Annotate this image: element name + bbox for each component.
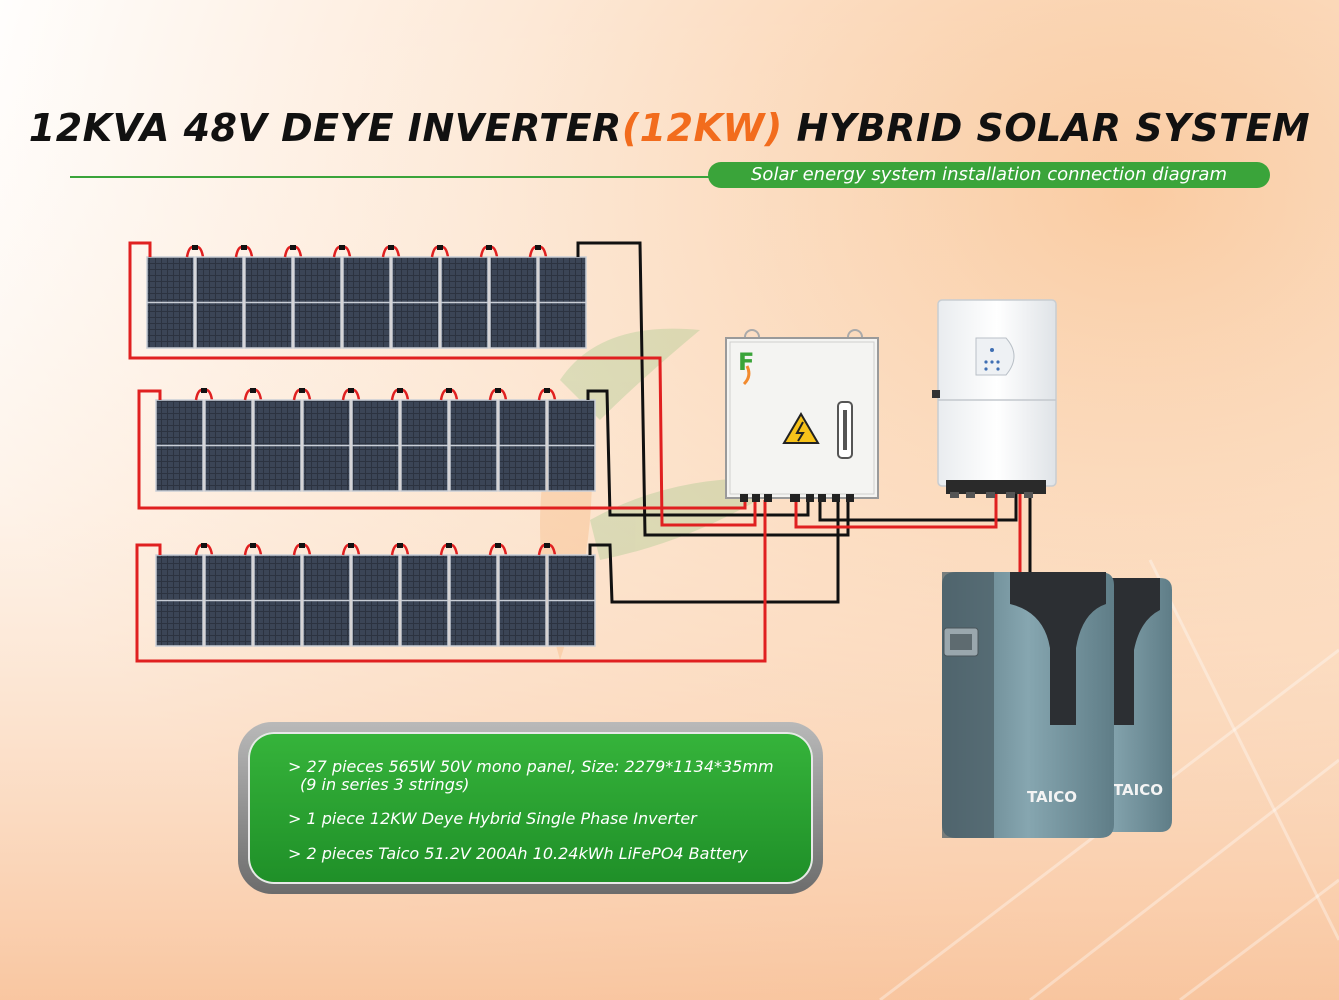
panel-connector	[397, 543, 403, 548]
battery-brand-label: TAICO	[1027, 788, 1077, 806]
combiner-box: F	[725, 329, 879, 502]
panel-connector	[446, 388, 452, 393]
panel-string-3	[155, 543, 596, 647]
title-highlight: (12KW)	[621, 106, 783, 150]
subtitle-pill: Solar energy system installation connect…	[708, 162, 1270, 188]
combiner-to-inverter-positive	[794, 492, 998, 529]
panel-connector	[348, 543, 354, 548]
panel-connector	[201, 388, 207, 393]
panel-string-1	[146, 245, 587, 349]
spec-battery: > 2 pieces Taico 51.2V 200Ah 10.24kWh Li…	[288, 844, 748, 863]
panel-string-2	[155, 388, 596, 492]
spec-inverter: > 1 piece 12KW Deye Hybrid Single Phase …	[288, 809, 697, 828]
string2-positive-wire	[137, 389, 747, 510]
string3-positive-wire	[135, 500, 767, 663]
positive-wires	[128, 241, 1022, 663]
inverter-display	[975, 337, 1015, 376]
panel-connector	[339, 245, 345, 250]
panel-connector	[495, 543, 501, 548]
title-main: 12KVA 48V DEYE INVERTER	[28, 106, 622, 150]
combiner-logo-icon: F	[738, 348, 754, 376]
specs-panel-body: > 27 pieces 565W 50V mono panel, Size: 2…	[248, 732, 813, 884]
high-voltage-warning-icon	[782, 412, 820, 444]
panel-connector	[495, 388, 501, 393]
panel-connector	[348, 388, 354, 393]
panel-connector	[437, 245, 443, 250]
battery-unit-1: TAICO	[942, 572, 1114, 838]
panel-connector	[535, 245, 541, 250]
panel-connector	[299, 388, 305, 393]
title-tail: HYBRID SOLAR SYSTEM	[782, 106, 1311, 150]
panel-connector	[299, 543, 305, 548]
panel-connector	[486, 245, 492, 250]
negative-wires	[576, 241, 1032, 604]
page-title: 12KVA 48V DEYE INVERTER(12KW) HYBRID SOL…	[0, 106, 1339, 150]
panel-connector	[446, 543, 452, 548]
panel-connector	[544, 388, 550, 393]
string2-negative-wire	[586, 389, 810, 517]
panel-connector	[192, 245, 198, 250]
hybrid-inverter	[932, 299, 1057, 498]
spec-panels: > 27 pieces 565W 50V mono panel, Size: 2…	[288, 757, 774, 776]
system-specs-panel: > 27 pieces 565W 50V mono panel, Size: 2…	[238, 722, 823, 894]
title-divider	[70, 176, 720, 178]
panel-connector	[290, 245, 296, 250]
combiner-to-inverter-negative	[818, 492, 1018, 522]
spec-panels-config: (9 in series 3 strings)	[300, 775, 470, 794]
panel-connector	[250, 543, 256, 548]
string3-negative-wire	[588, 500, 840, 604]
panel-connector	[201, 543, 207, 548]
panel-connector	[544, 543, 550, 548]
panel-connector	[250, 388, 256, 393]
panel-connector	[241, 245, 247, 250]
string1-positive-wire	[128, 241, 757, 527]
solar-panel-array	[146, 245, 596, 647]
panel-connector	[397, 388, 403, 393]
battery-bank: TAICO TAICO	[942, 572, 1172, 838]
string1-negative-wire	[576, 241, 850, 537]
panel-connector	[388, 245, 394, 250]
battery-brand-label: TAICO	[1113, 781, 1163, 799]
